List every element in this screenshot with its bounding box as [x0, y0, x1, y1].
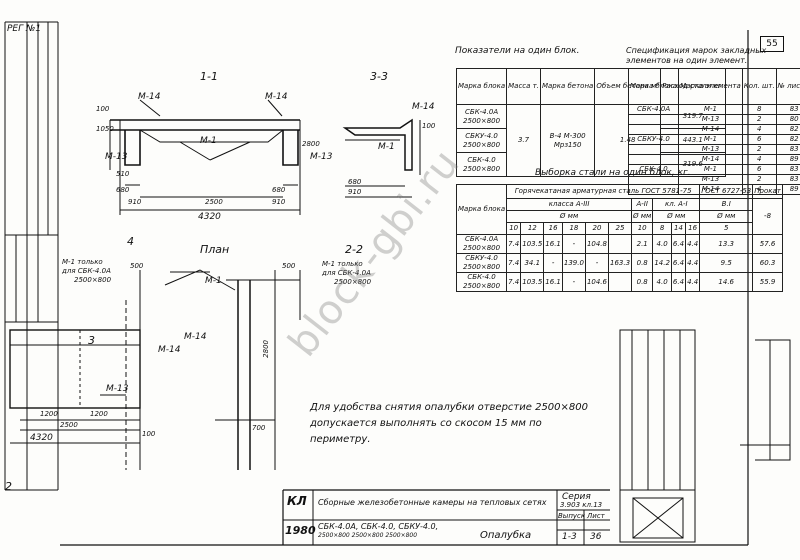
s22-dim-2800: 2800 [262, 340, 270, 358]
tb-issue-label: Выпуск [558, 512, 586, 520]
section-1-1-title: 1-1 [200, 70, 218, 83]
ind-h-mark: Марка блока [455, 68, 508, 105]
plan-dim-1200-left: 1200 [40, 410, 58, 418]
tb-sheet-name: Опалубка [480, 530, 532, 541]
page-number: 55 [760, 36, 784, 52]
steel-table: Марка блока Горячекатаная арматурная ста… [455, 184, 783, 292]
ind-h-concrete: Марка бетона [539, 68, 596, 105]
tb-series: 3.903 кл.13 [560, 501, 603, 509]
s22-dim-500: 500 [282, 262, 296, 270]
label-m13-33: M-13 [310, 152, 333, 162]
plan-dim-2500: 2500 [60, 421, 78, 429]
dim-100: 100 [96, 105, 110, 113]
dim-4320: 4320 [198, 212, 221, 222]
steel-title: Выборка стали на один блок, кг. [535, 168, 691, 178]
dim-680-right: 680 [272, 186, 286, 194]
s22-m14: M-14 [184, 332, 207, 342]
tb-sizes: 2500×800 2500×800 2500×800 [318, 532, 418, 539]
label-m14-right: M-14 [265, 92, 288, 102]
dim-2500: 2500 [205, 198, 223, 206]
tb-sheet-label: Лист [587, 512, 605, 520]
note-text: Для удобства снятия опалубки отверстие 2… [310, 402, 588, 445]
dim-100-33: 100 [422, 122, 436, 130]
label-m1-33: M-1 [378, 142, 395, 152]
tb-year: 1980 [285, 524, 316, 537]
label-m13: M-13 [105, 152, 128, 162]
plan-dim-1200-right: 1200 [90, 410, 108, 418]
plan-m14: M-14 [158, 345, 181, 355]
label-m1: M-1 [200, 136, 217, 146]
spec-title: Спецификация марок закладных элементов н… [626, 46, 767, 65]
dim-910-33: 910 [348, 188, 362, 196]
dim-2800: 2800 [302, 140, 320, 148]
tb-series-label: Серия [562, 492, 591, 502]
plan-block-size: 2500×800 [74, 276, 112, 284]
s22-block-size: 2500×800 [334, 278, 372, 286]
plan-for-block: для СБК-4.0А [62, 267, 111, 275]
section-4-mark: 4 [127, 235, 134, 248]
plan-m1: M-1 [205, 276, 222, 286]
section-2-mark: 2 [5, 480, 12, 493]
plan-m13: M-13 [106, 384, 129, 394]
label-m14-left: M-14 [138, 92, 161, 102]
dim-510: 510 [116, 170, 130, 178]
indicators-title: Показатели на один блок. [455, 46, 580, 56]
dim-910-left: 910 [128, 198, 142, 206]
plan-dim-4320: 4320 [30, 433, 53, 443]
dim-910-right: 910 [272, 198, 286, 206]
dim-680-left: 680 [116, 186, 130, 194]
plan-dim-500: 500 [130, 262, 144, 270]
plan-dim-100: 100 [142, 430, 156, 438]
s22-for-block: для СБК-4.0А [322, 269, 371, 277]
tb-title: Сборные железобетонные камеры на тепловы… [318, 498, 547, 507]
tb-kl: КЛ [287, 494, 307, 508]
tb-issue: 1-3 [562, 532, 577, 542]
tb-sheet: 36 [590, 532, 602, 542]
plan-m1-only: M-1 только [62, 258, 103, 266]
s22-dim-700: 700 [252, 424, 266, 432]
dim-680-33: 680 [348, 178, 362, 186]
label-m14-33: M-14 [412, 102, 435, 112]
section-3-3-title: 3-3 [370, 70, 388, 83]
section-3-mark: 3 [88, 334, 95, 347]
section-2-2-title: 2-2 [345, 243, 363, 256]
plan-title: План [200, 243, 230, 256]
ind-h-mass: Масса т. [506, 68, 541, 105]
s22-m1-only: M-1 только [322, 260, 363, 268]
registration-code: РЕГ №1 [7, 24, 42, 34]
dim-1050: 1050 [96, 125, 114, 133]
tb-blocks: СБК-4.0А, СБК-4.0, СБКУ-4.0, [318, 522, 439, 531]
